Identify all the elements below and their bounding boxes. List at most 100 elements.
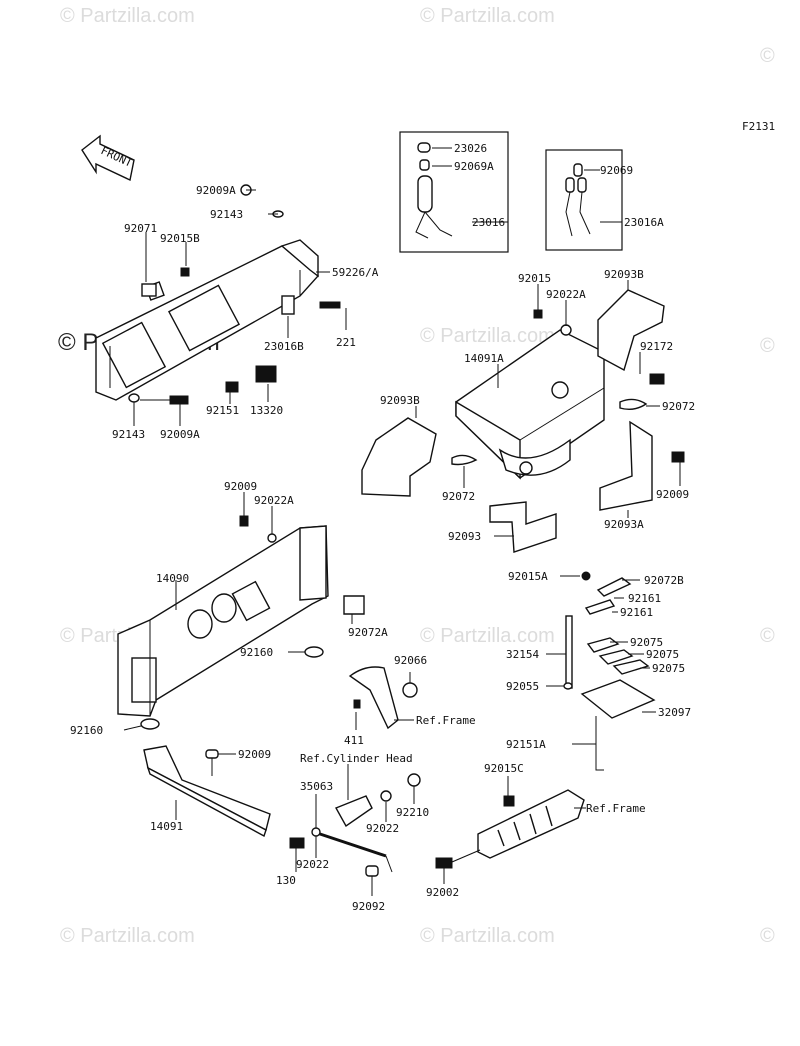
label-13320: 13320 [250, 404, 283, 417]
label-411: 411 [344, 734, 364, 747]
label-92009-low: 92009 [238, 748, 271, 761]
nut-icon [180, 267, 190, 277]
label-92022-b: 92022 [296, 858, 329, 871]
watermark: © [760, 625, 775, 647]
frame-bracket [348, 666, 418, 730]
label-92093B-right: 92093B [604, 268, 644, 281]
bracket-92093A [599, 420, 653, 511]
label-92160-bot: 92160 [70, 724, 103, 737]
label-92072A: 92072A [348, 626, 388, 639]
battery-case [455, 329, 605, 480]
label-92009-mid: 92009 [224, 480, 257, 493]
front-arrow-icon: FRONT [81, 134, 135, 182]
label-92009-right: 92009 [656, 488, 689, 501]
watermark: © [760, 925, 775, 947]
label-92210: 92210 [396, 806, 429, 819]
label-14090: 14090 [156, 572, 189, 585]
watermark: © Partzilla.com [60, 925, 195, 947]
grommet-icon [140, 718, 160, 730]
label-92093A: 92093A [604, 518, 644, 531]
bolt-icon [239, 515, 249, 527]
label-221: 221 [336, 336, 356, 349]
label-92160-mid: 92160 [240, 646, 273, 659]
label-14091: 14091 [150, 820, 183, 833]
bolt-icon [671, 451, 685, 463]
label-92009A-bot: 92009A [160, 428, 200, 441]
screw-icon [319, 301, 341, 309]
label-92151: 92151 [206, 404, 239, 417]
label-92143-bot: 92143 [112, 428, 145, 441]
watermark: © Partzilla.com [420, 925, 555, 947]
grommet-icon [304, 646, 324, 658]
label-92172: 92172 [640, 340, 673, 353]
label-92022-a: 92022 [366, 822, 399, 835]
label-92071: 92071 [124, 222, 157, 235]
bracket-92093 [489, 501, 557, 553]
nut-icon [533, 309, 543, 319]
bracket-92093B-right [597, 289, 665, 372]
label-ref-frame-1: Ref.Frame [416, 714, 476, 727]
label-23026: 23026 [454, 142, 487, 155]
leader-lines-upper-left [133, 189, 347, 426]
clamp-icon [619, 398, 648, 411]
screw-icon [225, 381, 239, 393]
label-92015C: 92015C [484, 762, 524, 775]
clamp-icon [343, 595, 365, 615]
instrument-panel [117, 525, 329, 717]
label-92009A-top: 92009A [196, 184, 236, 197]
label-92075-b: 92075 [646, 648, 679, 661]
frame-rail [435, 789, 585, 869]
leader-lines-linkage [295, 764, 415, 896]
watermark: © [760, 335, 775, 357]
label-32154: 32154 [506, 648, 539, 661]
bolt-icon [649, 373, 665, 385]
label-92015B: 92015B [160, 232, 200, 245]
clip-icon [141, 283, 157, 297]
connector-icon [281, 295, 295, 315]
watermark: © Partzilla.com [420, 325, 555, 347]
label-92015: 92015 [518, 272, 551, 285]
label-92072-left: 92072 [442, 490, 475, 503]
label-92022A-top: 92022A [546, 288, 586, 301]
label-92072B: 92072B [644, 574, 684, 587]
label-59226A: 59226/A [332, 266, 379, 279]
leader-lines-holddown [546, 575, 656, 745]
watermark: © Partzilla.com [60, 5, 195, 27]
label-23016: 23016 [472, 216, 505, 229]
watermark: © Partzilla.com [420, 625, 555, 647]
dash-panel-cover [95, 239, 320, 401]
clamp-icon [451, 454, 478, 466]
label-92075-c: 92075 [652, 662, 685, 675]
label-14091A: 14091A [464, 352, 504, 365]
label-92161-a: 92161 [628, 592, 661, 605]
label-92069: 92069 [600, 164, 633, 177]
label-92075-a: 92075 [630, 636, 663, 649]
washer-icon [267, 533, 277, 543]
kit-23016A-box [545, 149, 623, 251]
washer-icon [128, 393, 140, 403]
label-35063: 35063 [300, 780, 333, 793]
bracket-92093B-left [361, 417, 437, 497]
label-92072-right: 92072 [662, 400, 695, 413]
label-130: 130 [276, 874, 296, 887]
label-92066: 92066 [394, 654, 427, 667]
bolt-icon [169, 395, 189, 405]
figure-code: F2131 [742, 120, 775, 133]
label-92022A-mid: 92022A [254, 494, 294, 507]
label-32097: 32097 [658, 706, 691, 719]
leader-lines-right [415, 280, 681, 537]
label-23016A: 23016A [624, 216, 664, 229]
label-ref-cylinder-head: Ref.Cylinder Head [300, 752, 413, 765]
leader-lines-mid-left [123, 492, 353, 731]
label-ref-frame-2: Ref.Frame [586, 802, 646, 815]
label-92143-top: 92143 [210, 208, 243, 221]
leader-lines-rail [443, 776, 586, 884]
label-92069A: 92069A [454, 160, 494, 173]
label-92002: 92002 [426, 886, 459, 899]
label-92093: 92093 [448, 530, 481, 543]
watermark: © Partzilla.com [420, 5, 555, 27]
label-92161-b: 92161 [620, 606, 653, 619]
label-92151A: 92151A [506, 738, 546, 751]
washer-icon [560, 324, 572, 336]
